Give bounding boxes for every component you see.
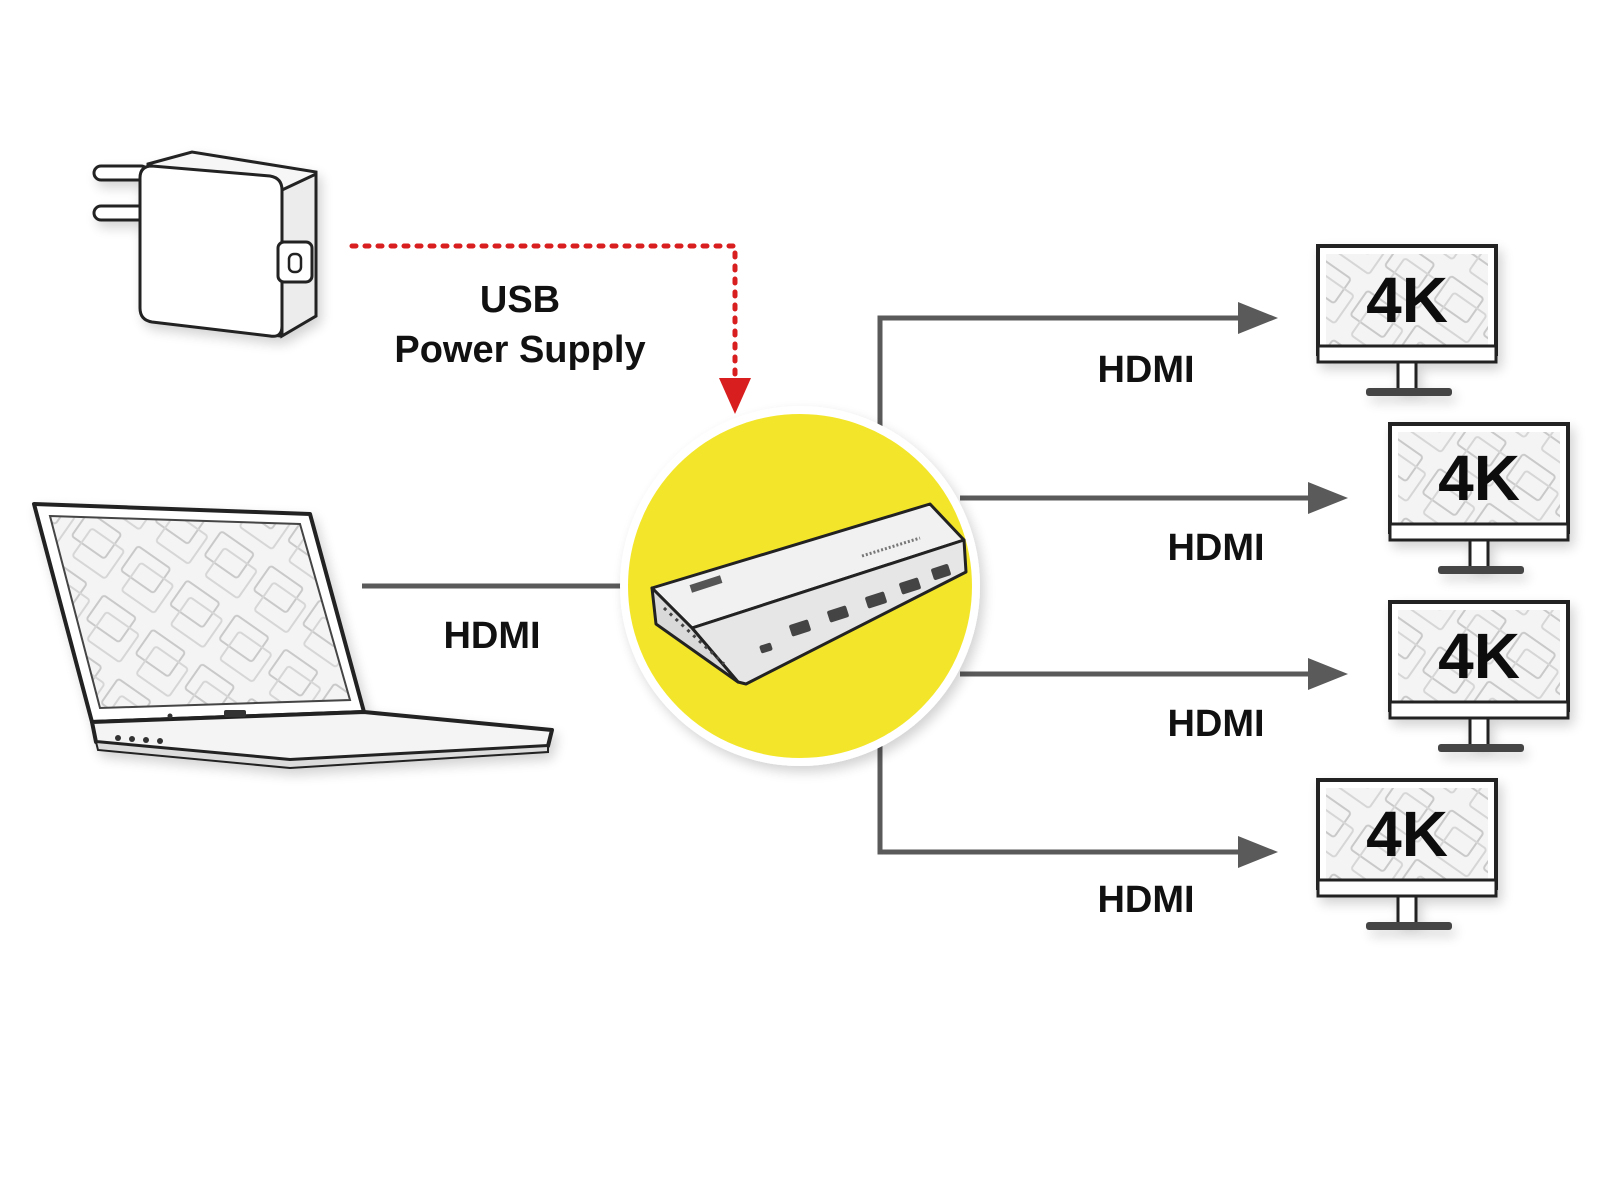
power-label-line2: Power Supply (394, 329, 645, 371)
monitor-badge-1: 4K (1366, 264, 1448, 336)
monitor-icon: 4K (1388, 422, 1570, 574)
output-arrowhead-1 (1238, 302, 1278, 334)
input-hdmi-label: HDMI (443, 615, 540, 657)
monitor-icon: 4K (1316, 778, 1498, 930)
output-hdmi-label-2: HDMI (1167, 527, 1264, 569)
monitor-icon: 4K (1388, 600, 1570, 752)
output-arrowhead-3 (1308, 658, 1348, 690)
output-hdmi-label-4: HDMI (1097, 879, 1194, 921)
output-connector-line-4 (877, 740, 1238, 855)
output-arrowhead-4 (1238, 836, 1278, 868)
monitor-badge-2: 4K (1438, 442, 1520, 514)
output-arrowhead-2 (1308, 482, 1348, 514)
hub-node (620, 406, 980, 766)
monitor-badge-4: 4K (1366, 798, 1448, 870)
power-arrowhead (719, 378, 751, 414)
laptop-icon (32, 502, 554, 770)
monitor-icon: 4K (1316, 244, 1498, 396)
output-hdmi-label-3: HDMI (1167, 703, 1264, 745)
monitor-badge-3: 4K (1438, 620, 1520, 692)
usb-power-adapter-icon (92, 150, 318, 339)
power-connector-line (349, 243, 738, 387)
hdmi-splitter-icon (650, 502, 968, 686)
output-hdmi-label-1: HDMI (1097, 349, 1194, 391)
power-label-line1: USB (480, 279, 560, 321)
output-connector-line-1 (877, 315, 1238, 430)
